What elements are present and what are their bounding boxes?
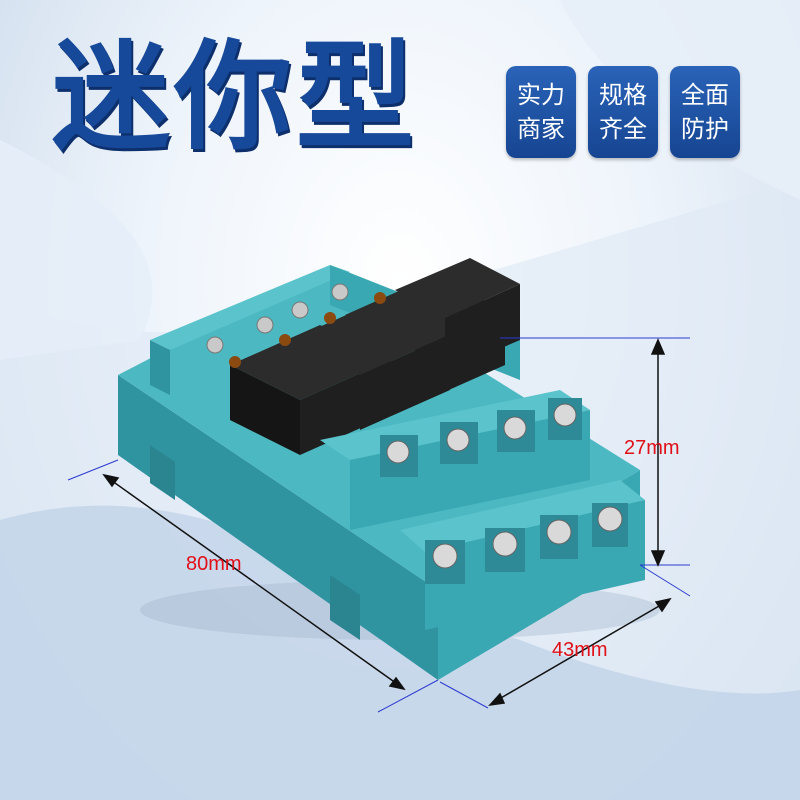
badge-line: 商家	[517, 115, 565, 143]
feature-badges: 实力 商家 规格 齐全 全面 防护	[506, 66, 740, 158]
badge-line: 规格	[599, 81, 647, 109]
badge-line: 全面	[681, 81, 729, 109]
relay-group	[230, 258, 520, 455]
front-terminals	[320, 390, 645, 630]
badge-protection: 全面 防护	[670, 66, 740, 158]
dimension-length-label: 80mm	[186, 553, 242, 575]
badge-line: 齐全	[599, 115, 647, 143]
badge-specs: 规格 齐全	[588, 66, 658, 158]
dimension-width-label: 43mm	[552, 639, 608, 661]
rear-terminals	[206, 283, 386, 368]
badge-strength: 实力 商家	[506, 66, 576, 158]
dimension-arrows	[102, 338, 672, 707]
dimension-lines	[67, 337, 691, 713]
badge-line: 实力	[517, 81, 565, 109]
dimension-height-label: 27mm	[624, 437, 680, 459]
headline-title: 迷你型	[52, 28, 419, 166]
badge-line: 防护	[681, 115, 729, 143]
